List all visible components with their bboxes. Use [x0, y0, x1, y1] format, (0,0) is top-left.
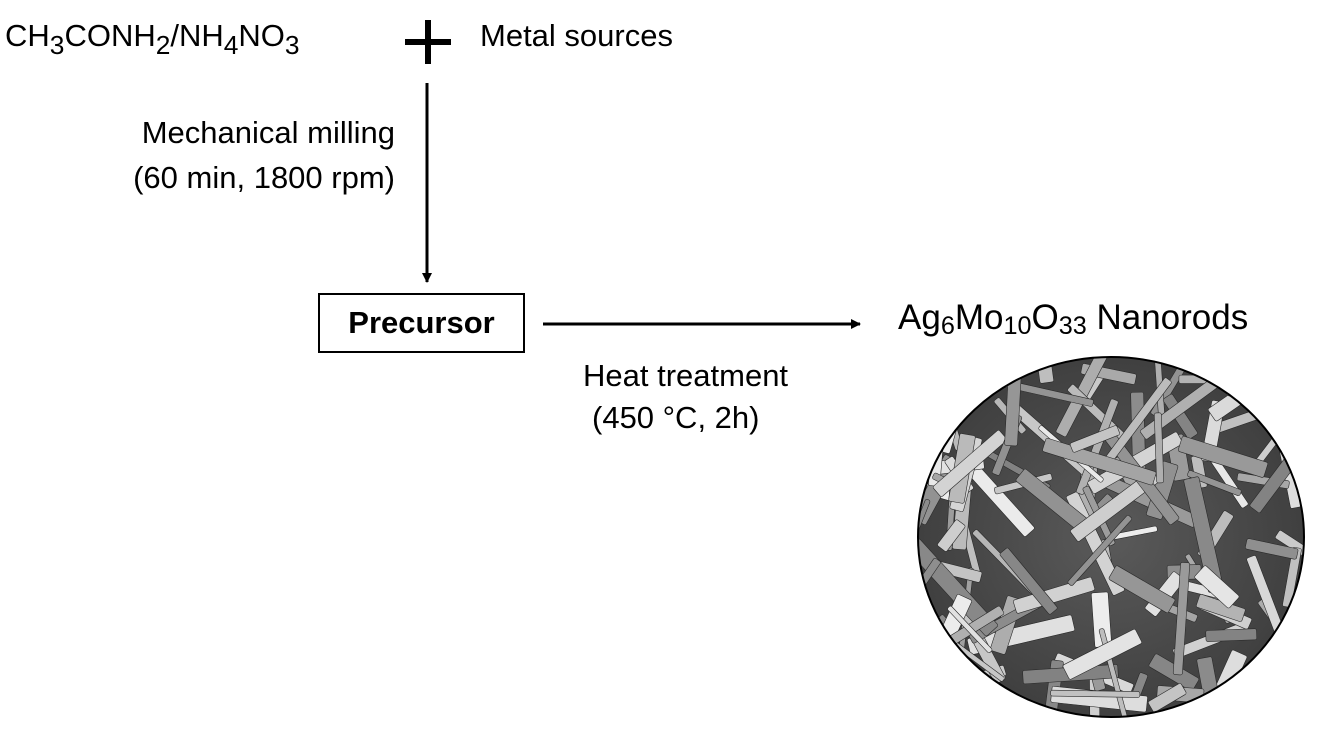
nanorod-texture — [1178, 435, 1269, 478]
nanorod-texture — [1162, 393, 1198, 440]
formula-subscript: 10 — [1003, 312, 1032, 341]
nanorod-texture — [1279, 405, 1304, 434]
formula-subscript: 3 — [284, 29, 300, 60]
nanorod-texture — [918, 680, 950, 717]
nanorod-texture — [1194, 565, 1240, 609]
formula-part: O — [1031, 298, 1059, 337]
nanorod-texture — [1042, 437, 1157, 486]
formula-part: CONH — [64, 18, 156, 53]
formula-subscript: 6 — [940, 312, 955, 341]
plus-icon — [405, 20, 451, 64]
nanorod-texture — [918, 499, 931, 567]
nanorod-texture — [1067, 515, 1132, 586]
nanorod-texture — [918, 404, 939, 461]
nanorod-texture — [935, 666, 957, 717]
nanorod-texture — [1245, 538, 1299, 560]
nanorod-texture — [918, 357, 985, 388]
metal-sources-label: Metal sources — [480, 18, 673, 53]
formula-part: Mo — [954, 298, 1004, 337]
nanorod-texture — [999, 547, 1058, 615]
reactant-formula: CH3CONH2/NH4NO3 — [5, 20, 300, 58]
heat-treatment-label: Heat treatment — [583, 358, 789, 393]
nanorod-texture — [1187, 470, 1242, 497]
nanorod-texture — [1108, 565, 1176, 614]
nanorod-texture — [1172, 562, 1191, 676]
nanorod-texture — [1153, 412, 1164, 484]
formula-part: /NH — [170, 18, 224, 53]
formula-part: Ag — [898, 298, 941, 337]
nanorod-texture — [1148, 683, 1187, 713]
formula-subscript: 2 — [155, 29, 171, 60]
nanorod-texture — [1055, 357, 1120, 437]
nanorod-texture — [1260, 357, 1304, 374]
milling-label: Mechanical milling — [141, 115, 395, 150]
formula-part: NO — [238, 18, 285, 53]
nanorod-texture — [1069, 425, 1120, 453]
precursor-box: Precursor — [318, 293, 525, 353]
nanorod-texture — [1253, 360, 1283, 426]
nanorod-texture — [918, 411, 951, 432]
nanorod-texture — [1050, 689, 1141, 698]
product-title: Ag6Mo10O33 Nanorods — [898, 300, 1248, 339]
precursor-label: Precursor — [348, 305, 495, 340]
nanorod-texture — [937, 519, 966, 552]
formula-subscript: 3 — [49, 29, 65, 60]
nanorod-texture — [1232, 676, 1294, 717]
nanorod-texture — [1278, 658, 1304, 705]
nanorod-texture — [1178, 374, 1245, 384]
heat-treatment-conditions: (450 °C, 2h) — [592, 400, 760, 435]
nanorod-texture — [1282, 547, 1302, 608]
nanorod-texture — [1062, 628, 1142, 680]
formula-subscript: 33 — [1058, 312, 1087, 341]
product-name: Nanorods — [1086, 298, 1249, 337]
nanorod-texture — [923, 373, 972, 387]
nanorod-texture — [947, 605, 993, 653]
nanorod-texture — [1280, 357, 1304, 437]
nanorod-texture — [1013, 576, 1096, 614]
sem-micrograph-image — [917, 356, 1305, 718]
nanorod-texture — [1205, 628, 1258, 642]
milling-conditions: (60 min, 1800 rpm) — [133, 160, 395, 195]
nanorod-texture — [932, 430, 1007, 497]
formula-part: CH — [5, 18, 50, 53]
nanorod-texture — [918, 538, 998, 637]
formula-subscript: 4 — [223, 29, 239, 60]
